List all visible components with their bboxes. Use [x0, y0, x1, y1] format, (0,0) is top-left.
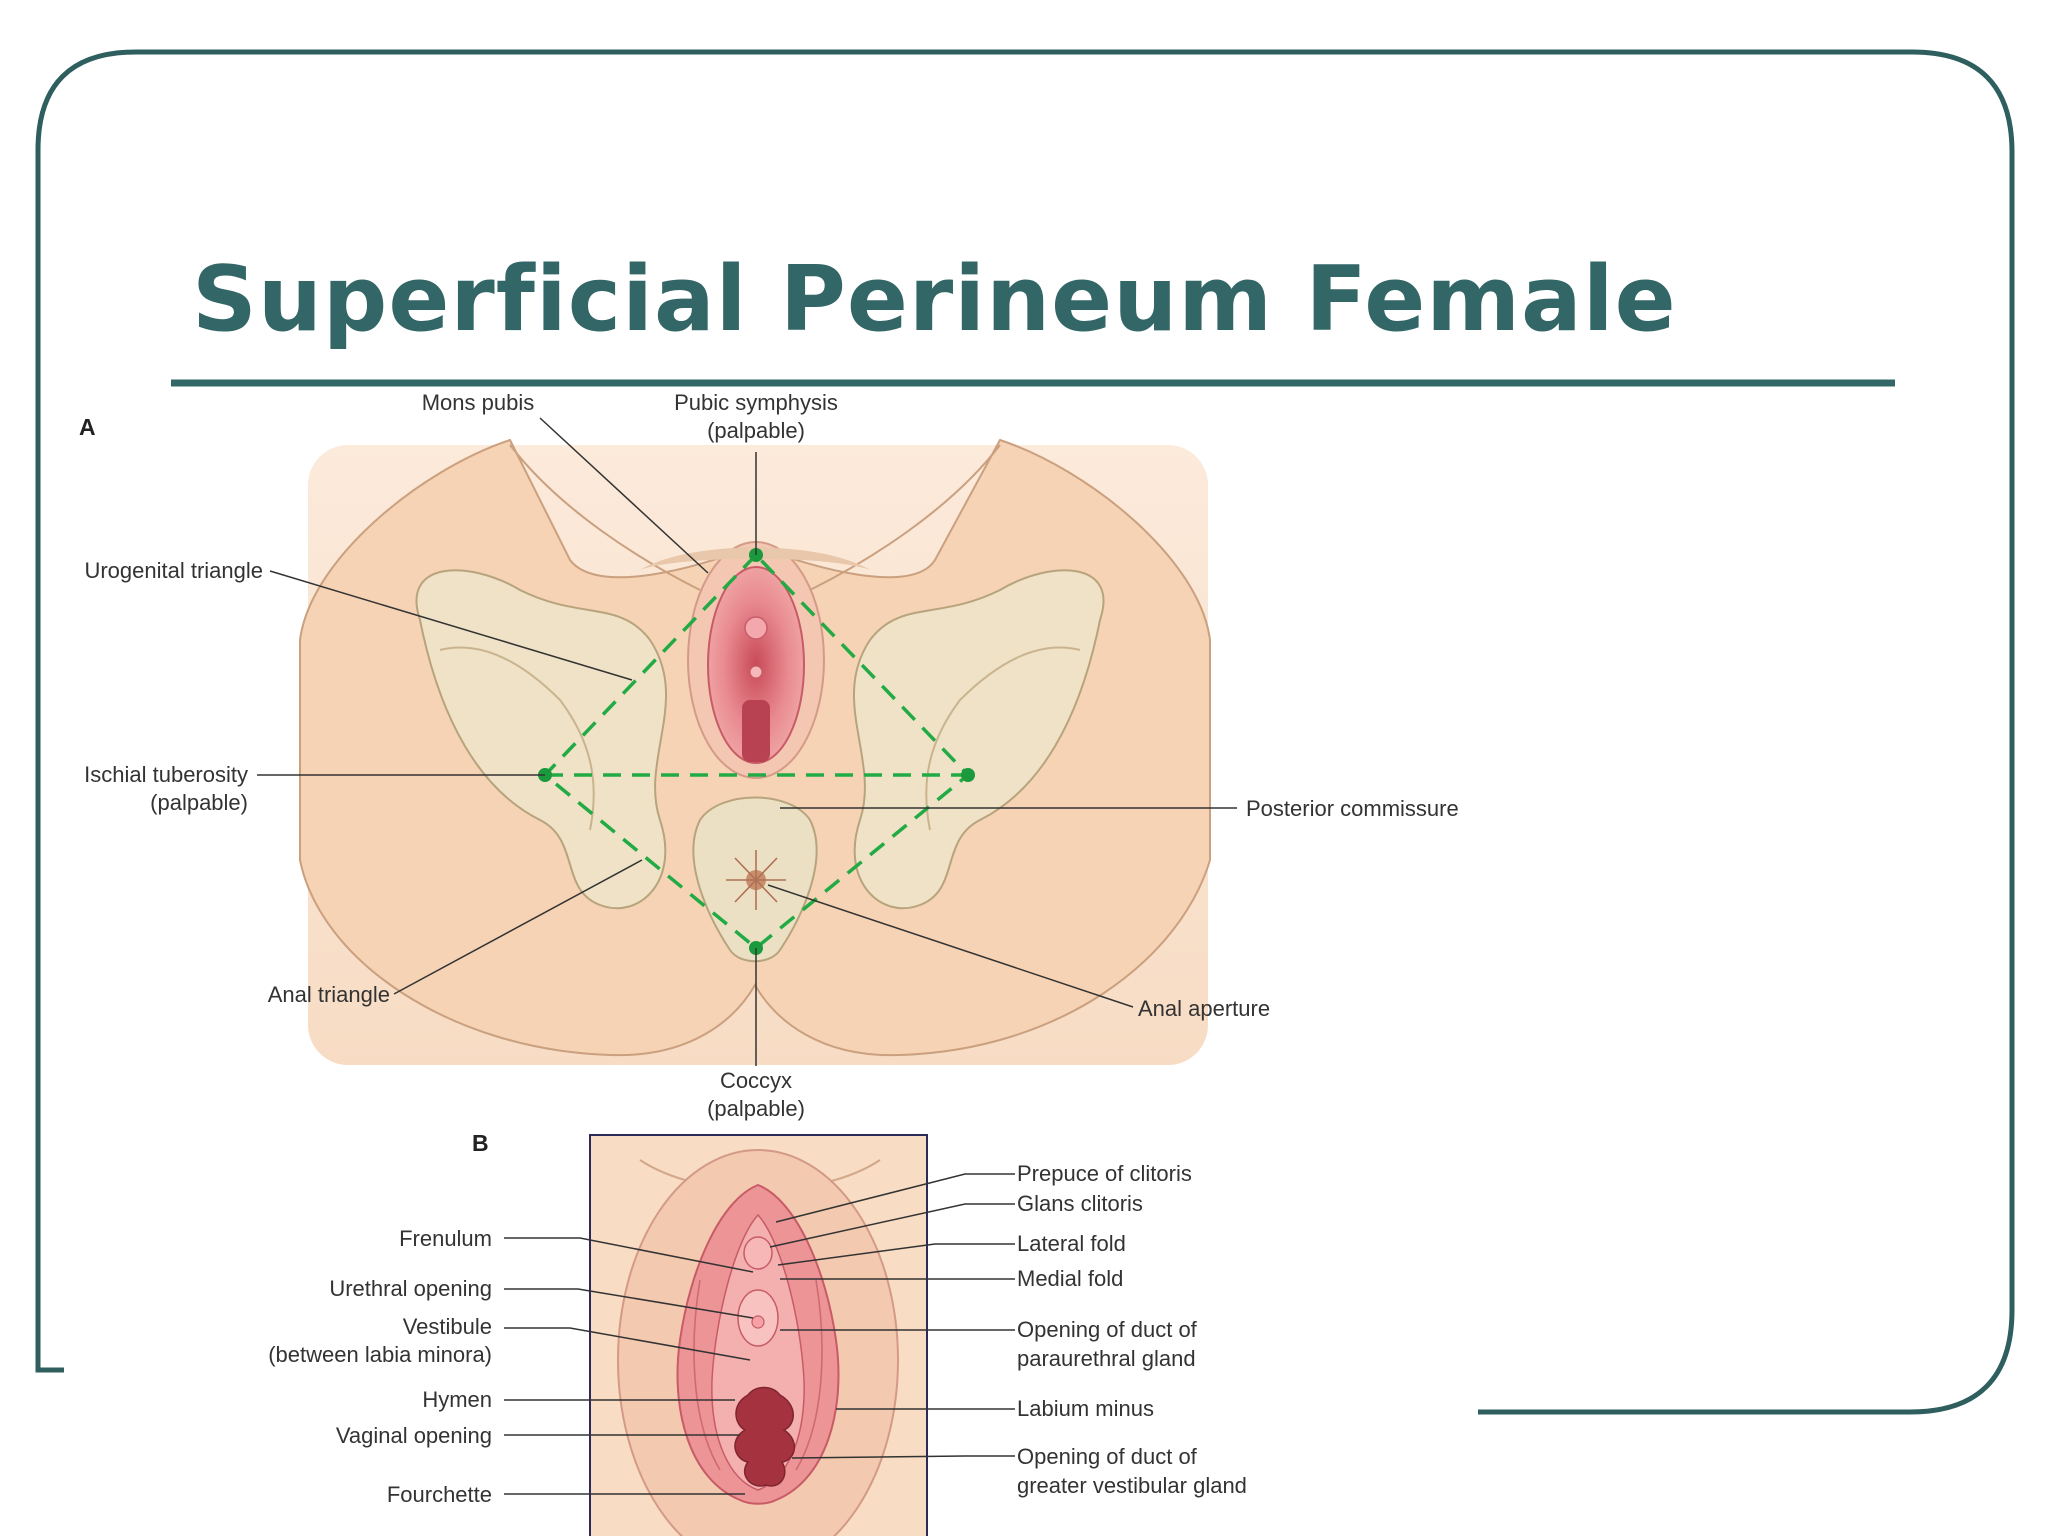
- label-pubic-symphysis-note: (palpable): [707, 418, 805, 443]
- label-paraurethral-line2: paraurethral gland: [1017, 1346, 1196, 1371]
- perineal-diamond: [538, 548, 975, 955]
- label-paraurethral-line1: Opening of duct of: [1017, 1317, 1198, 1342]
- label-coccyx: Coccyx: [720, 1068, 792, 1093]
- label-mons-pubis: Mons pubis: [422, 390, 535, 415]
- label-vestibule-note: (between labia minora): [268, 1342, 492, 1367]
- label-labium-minus: Labium minus: [1017, 1396, 1154, 1421]
- label-ischial-tuberosity: Ischial tuberosity: [84, 762, 248, 787]
- panel-a-illustration: [299, 438, 1211, 1065]
- label-lateral-fold: Lateral fold: [1017, 1231, 1126, 1256]
- label-urogenital-triangle: Urogenital triangle: [84, 558, 263, 583]
- label-anal-aperture: Anal aperture: [1138, 996, 1270, 1021]
- panel-b-illustration: [589, 1134, 928, 1536]
- pelvis-right-bone: [853, 569, 1105, 910]
- label-frenulum: Frenulum: [399, 1226, 492, 1251]
- vaginal-opening-drawing: [734, 1386, 795, 1487]
- label-anal-triangle: Anal triangle: [268, 982, 390, 1007]
- panel-a-leader-lines: [257, 417, 1237, 1066]
- label-hymen: Hymen: [422, 1387, 492, 1412]
- label-fourchette: Fourchette: [387, 1482, 492, 1507]
- panel-b-labels: B Frenulum Urethral opening Vestibule (b…: [268, 1130, 1247, 1507]
- label-coccyx-note: (palpable): [707, 1096, 805, 1121]
- anus-drawing: [726, 850, 786, 910]
- slide-frame: [35, 49, 2015, 1415]
- label-greater-vestibular-line1: Opening of duct of: [1017, 1444, 1198, 1469]
- slide-title: Superficial Perineum Female: [192, 247, 1677, 352]
- label-vaginal-opening: Vaginal opening: [336, 1423, 492, 1448]
- label-urethral-opening: Urethral opening: [329, 1276, 492, 1301]
- panel-a-letter: A: [79, 414, 96, 440]
- ischial-tuberosity-right-point: [961, 768, 975, 782]
- vulva-drawing-a: [687, 541, 825, 779]
- label-vestibule: Vestibule: [403, 1314, 492, 1339]
- label-greater-vestibular-line2: greater vestibular gland: [1017, 1473, 1247, 1498]
- glans-clitoris-drawing: [743, 1236, 773, 1270]
- label-ischial-tuberosity-note: (palpable): [150, 790, 248, 815]
- panel-b-letter: B: [472, 1130, 489, 1156]
- panel-b-leader-lines: [504, 1173, 1015, 1495]
- panel-a-labels: A Mons pubis Pubic symphysis (palpable) …: [79, 390, 1459, 1121]
- label-prepuce-of-clitoris: Prepuce of clitoris: [1017, 1161, 1192, 1186]
- label-posterior-commissure: Posterior commissure: [1246, 796, 1459, 821]
- label-glans-clitoris: Glans clitoris: [1017, 1191, 1143, 1216]
- label-pubic-symphysis: Pubic symphysis: [674, 390, 838, 415]
- label-medial-fold: Medial fold: [1017, 1266, 1123, 1291]
